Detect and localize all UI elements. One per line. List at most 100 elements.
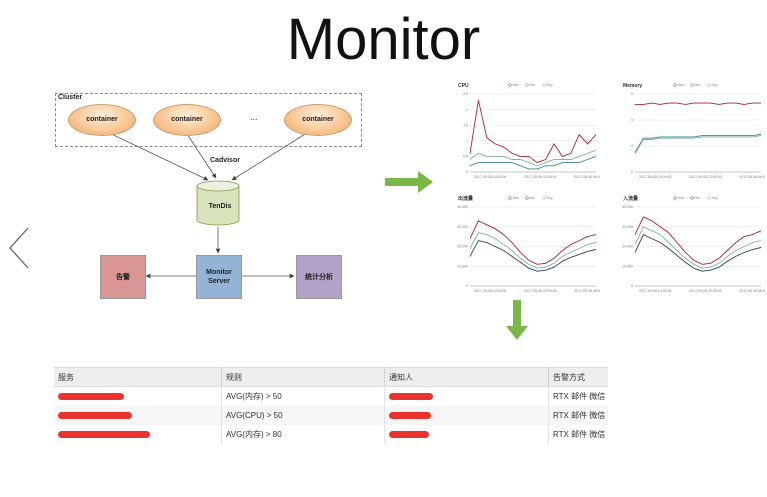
cluster-label: Cluster bbox=[58, 94, 83, 101]
legend-marker bbox=[525, 83, 529, 87]
service-cell bbox=[54, 425, 222, 444]
rule-cell: AVG(内存) > 50 bbox=[221, 386, 385, 406]
column-header[interactable]: 服务 bbox=[54, 367, 222, 387]
y-tick-label: 0 bbox=[631, 170, 633, 174]
ellipsis: ... bbox=[250, 112, 258, 122]
legend-marker bbox=[542, 83, 546, 87]
y-tick-label: 0.5 bbox=[463, 155, 468, 159]
connector-line bbox=[231, 130, 311, 181]
notifier-cell bbox=[384, 425, 549, 444]
legend-label[interactable]: Avg bbox=[547, 196, 553, 200]
legend-marker bbox=[690, 83, 694, 87]
cluster-box bbox=[55, 93, 362, 147]
series-line-max bbox=[469, 100, 597, 164]
legend-marker bbox=[673, 196, 677, 200]
method-cell: RTX 邮件 微信 bbox=[553, 392, 606, 401]
legend-label[interactable]: Avg bbox=[712, 196, 718, 200]
chevron-left-icon[interactable] bbox=[6, 226, 32, 270]
legend-marker bbox=[673, 83, 677, 87]
redaction-mark bbox=[58, 431, 150, 439]
method-cell: RTX 邮件 微信 bbox=[548, 406, 608, 425]
legend-label[interactable]: Max bbox=[678, 83, 685, 87]
redaction-mark bbox=[389, 393, 433, 401]
legend-marker bbox=[542, 196, 546, 200]
legend-marker bbox=[508, 83, 512, 87]
redaction-mark bbox=[389, 412, 431, 420]
legend-label[interactable]: Max bbox=[678, 196, 685, 200]
redaction-mark bbox=[389, 431, 429, 439]
legend-label[interactable]: Avg bbox=[712, 83, 718, 87]
x-tick-label: 2017-09-05 14:00:00 bbox=[639, 175, 672, 179]
series-line-avg bbox=[634, 135, 762, 155]
series-line-max bbox=[635, 102, 761, 105]
legend-label[interactable]: Max bbox=[513, 196, 520, 200]
column-header[interactable]: 规则 bbox=[221, 367, 385, 387]
redaction-mark bbox=[58, 393, 124, 401]
monitor-server-line1: Monitor bbox=[206, 269, 232, 276]
y-tick-label: 0 bbox=[631, 284, 633, 288]
x-tick-label: 2017-09-06 06:00:00 bbox=[739, 289, 765, 293]
connector-line bbox=[186, 133, 217, 179]
x-tick-label: 2017-09-06 06:00:00 bbox=[574, 175, 600, 179]
monitor-server-line2: Server bbox=[208, 278, 230, 285]
container-node: container bbox=[284, 104, 352, 136]
method-cell: RTX 邮件 微信 bbox=[553, 430, 606, 439]
x-tick-label: 2017-09-06 06:00:00 bbox=[574, 289, 600, 293]
chart-title: Memory bbox=[623, 83, 642, 89]
x-tick-label: 2017-09-05 14:00:00 bbox=[474, 289, 507, 293]
container-node: container bbox=[153, 104, 221, 136]
chart-title: CPU bbox=[458, 83, 469, 89]
table-row[interactable]: AVG(内存) > 50 RTX 邮件 微信 bbox=[54, 386, 608, 406]
tendis-label: TenDis bbox=[208, 203, 232, 210]
alert-rules-table: 服务 规则 通知人 告警方式 AVG(内存) > 50 RTX 邮件 微信 AV… bbox=[54, 367, 608, 444]
y-tick-label: 20,000 bbox=[457, 245, 468, 249]
alert-box: 告警 bbox=[100, 255, 146, 299]
column-header[interactable]: 告警方式 bbox=[548, 367, 608, 387]
x-tick-label: 2017-09-05 22:00:00 bbox=[689, 289, 722, 293]
y-tick-label: 4 bbox=[631, 118, 633, 122]
y-tick-label: 30,000 bbox=[457, 225, 468, 229]
legend-label[interactable]: Min bbox=[530, 196, 536, 200]
series-line-max bbox=[469, 220, 597, 265]
stats-label: 统计分析 bbox=[305, 274, 333, 281]
series-line-min bbox=[634, 133, 762, 153]
legend-label[interactable]: Min bbox=[695, 83, 701, 87]
y-tick-label: 1 bbox=[466, 139, 468, 143]
connector-line bbox=[104, 130, 209, 181]
legend-label[interactable]: Max bbox=[513, 83, 520, 87]
alert-label: 告警 bbox=[116, 274, 130, 281]
series-line-max bbox=[634, 216, 762, 265]
y-tick-label: 20,000 bbox=[622, 245, 633, 249]
chart-title: 出流量 bbox=[458, 195, 473, 202]
y-tick-label: 1.5 bbox=[463, 123, 468, 127]
column-header[interactable]: 通知人 bbox=[384, 367, 549, 387]
monitor-server-box: Monitor Server bbox=[196, 255, 242, 299]
service-cell bbox=[54, 386, 222, 406]
legend-marker bbox=[707, 83, 711, 87]
notifier-cell bbox=[384, 386, 549, 406]
x-tick-label: 2017-09-05 22:00:00 bbox=[524, 175, 557, 179]
y-tick-label: 2 bbox=[466, 108, 468, 112]
y-tick-label: 2.5 bbox=[463, 92, 468, 96]
y-tick-label: 0 bbox=[466, 170, 468, 174]
legend-label[interactable]: Avg bbox=[547, 83, 553, 87]
legend-label[interactable]: Min bbox=[695, 196, 701, 200]
y-tick-label: 10,000 bbox=[457, 264, 468, 268]
y-tick-label: 40,000 bbox=[622, 205, 633, 209]
legend-marker bbox=[508, 196, 512, 200]
series-line-min bbox=[469, 155, 597, 170]
series-line-avg bbox=[469, 232, 597, 269]
chart-title: 入流量 bbox=[623, 195, 638, 202]
table-header-row: 服务 规则 通知人 告警方式 bbox=[54, 367, 608, 387]
down-arrow-icon bbox=[506, 300, 528, 340]
legend-label[interactable]: Min bbox=[530, 83, 536, 87]
table-row[interactable]: AVG(内存) > 80 RTX 邮件 微信 bbox=[54, 425, 608, 444]
redaction-mark bbox=[58, 412, 132, 420]
table-row[interactable]: AVG(CPU) > 50 RTX 邮件 微信 bbox=[54, 406, 608, 425]
y-tick-label: 6 bbox=[631, 92, 633, 96]
cadvisor-label: Cadvisor bbox=[210, 157, 240, 164]
